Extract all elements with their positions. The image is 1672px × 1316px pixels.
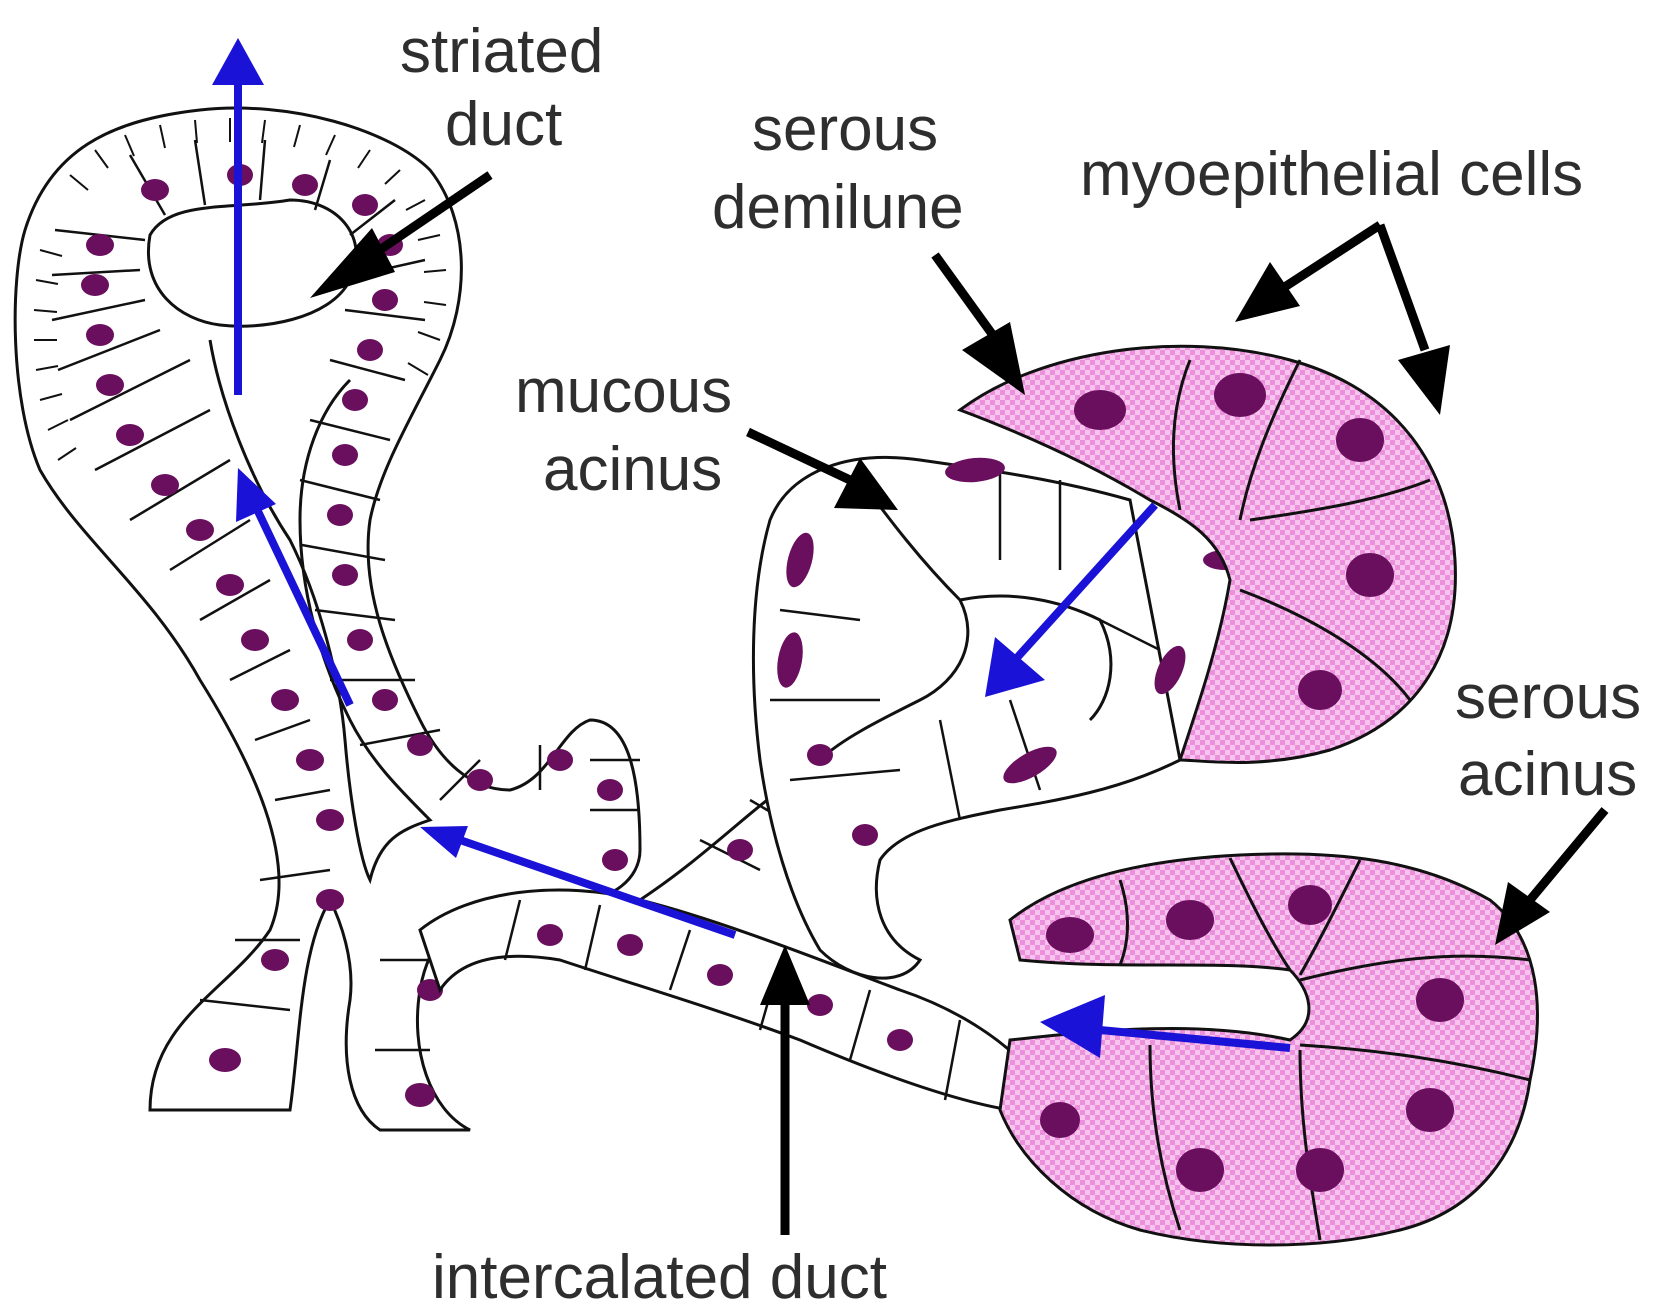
pointer-head-myoepithelial-2 [1398,345,1450,415]
pointer-myoepithelial-2 [1380,225,1425,350]
pointer-head-serous-demilune [962,322,1025,395]
label-serous-acinus: acinus [1458,740,1637,809]
label-striated-duct: duct [445,90,562,159]
label-mucous-acinus: acinus [543,435,722,504]
label-myoepithelial-cells: myoepithelial cells [1080,140,1583,209]
label-striated: striated [400,17,603,86]
pointer-myoepithelial-1 [1280,225,1380,290]
label-demilune: demilune [712,173,964,242]
label-mucous: mucous [515,357,732,426]
striated-duct [15,108,640,1130]
pointer-serous-demilune [935,255,1000,345]
pointer-serous-acinus [1530,810,1605,900]
pointer-head-myoepithelial-1 [1235,262,1300,322]
label-intercalated-duct: intercalated duct [432,1243,887,1311]
label-serous-1: serous [752,95,938,164]
label-serous-2: serous [1455,663,1641,732]
pointer-mucous-acinus [748,432,850,480]
flow-arrowhead-striated [212,38,264,85]
